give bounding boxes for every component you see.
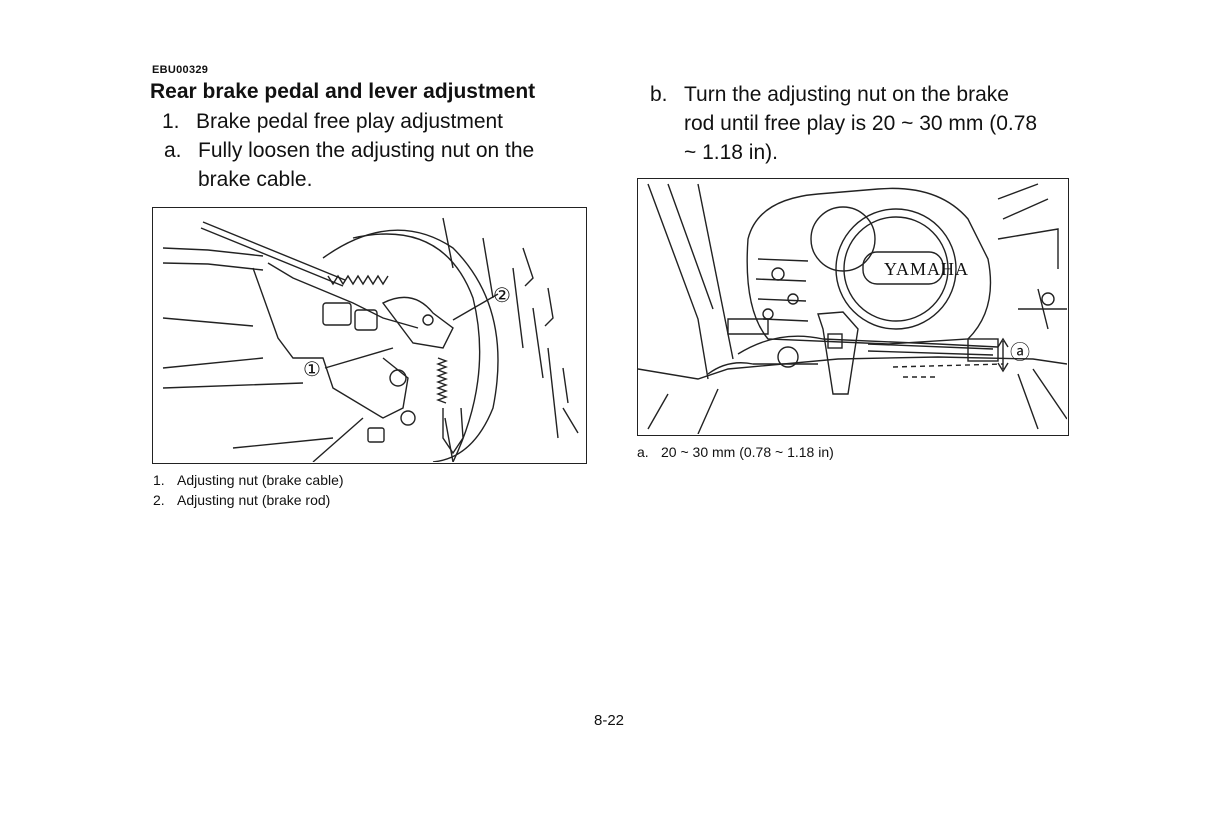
step-b-number: b. (650, 83, 668, 106)
engine-pedal-drawing: YAMAHA ⓐ (638, 183, 1067, 434)
step-a-line-2: brake cable. (198, 168, 313, 191)
figure-1-caption-2: 2. Adjusting nut (brake rod) (153, 490, 330, 510)
callout-2: ② (493, 283, 511, 307)
figure-1-caption-1: 1. Adjusting nut (brake cable) (153, 470, 344, 490)
brake-mechanism-drawing: ① ② (162, 217, 579, 462)
page-number: 8-22 (594, 712, 625, 729)
brake-cable-illustration: ① ② (152, 207, 587, 464)
caption-2-number: 2. (153, 492, 165, 508)
step-1-text: Brake pedal free play adjustment (196, 110, 504, 133)
section-code: EBU00329 (152, 64, 209, 76)
section-heading: Rear brake pedal and lever adjustment (150, 80, 536, 103)
caption-a-number: a. (637, 444, 649, 460)
callout-1: ① (303, 357, 321, 381)
step-a-number: a. (164, 139, 182, 162)
step-b-line-1: Turn the adjusting nut on the brake (684, 83, 1009, 106)
step-b-line-3: ~ 1.18 in). (684, 141, 778, 164)
engine-logo: YAMAHA (884, 259, 969, 279)
brake-rod-illustration: YAMAHA ⓐ (637, 178, 1069, 436)
callout-a: ⓐ (1010, 340, 1030, 364)
caption-1-number: 1. (153, 472, 165, 488)
caption-1-text: Adjusting nut (brake cable) (177, 472, 344, 488)
step-b-line-2: rod until free play is 20 ~ 30 mm (0.78 (684, 112, 1038, 135)
figure-2-caption: a. 20 ~ 30 mm (0.78 ~ 1.18 in) (637, 442, 834, 462)
step-a-line-1: Fully loosen the adjusting nut on the (198, 139, 535, 162)
step-1-number: 1. (162, 110, 180, 133)
caption-2-text: Adjusting nut (brake rod) (177, 492, 331, 508)
caption-a-text: 20 ~ 30 mm (0.78 ~ 1.18 in) (661, 444, 834, 460)
